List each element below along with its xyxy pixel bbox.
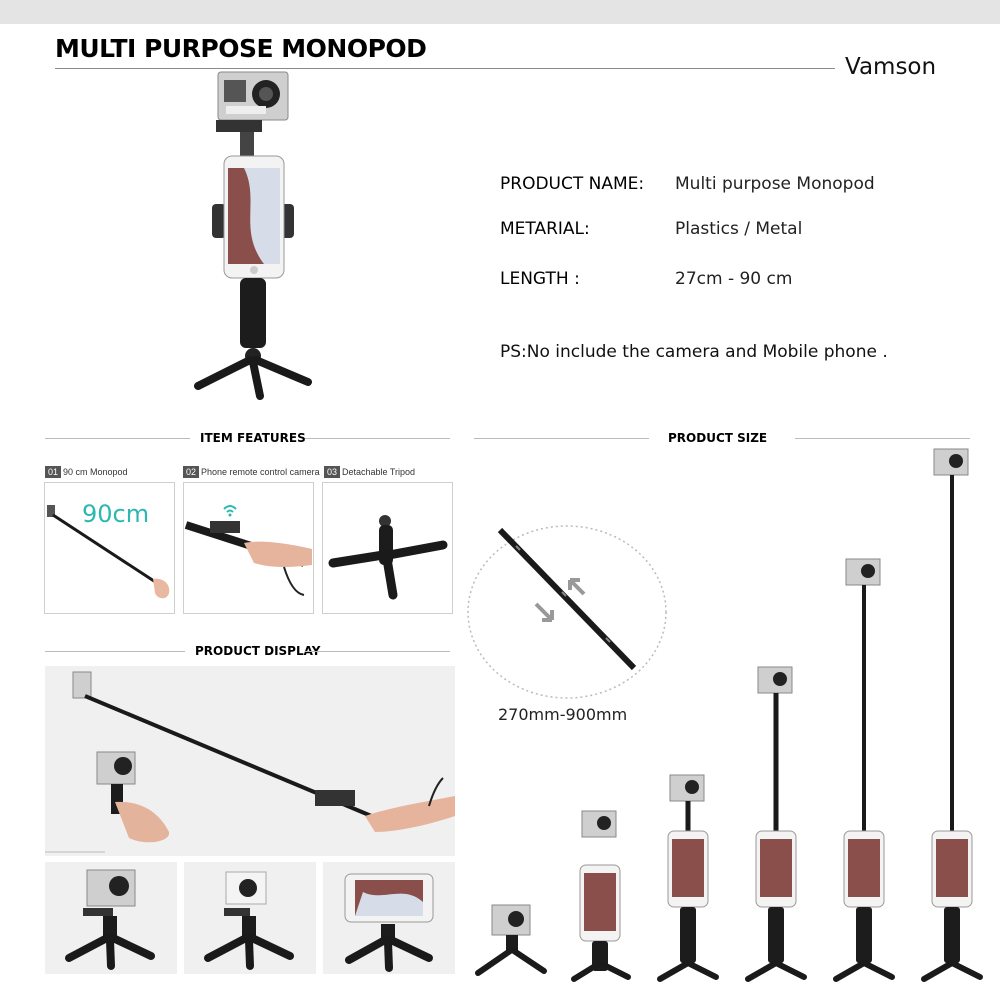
remote-control-image: [184, 505, 312, 596]
spec-label-material: METARIAL:: [500, 219, 590, 239]
monopod-extended-image: [47, 505, 170, 599]
spec-value-product-name: Multi purpose Monopod: [675, 174, 875, 194]
display-monopod-use-image: [45, 671, 455, 853]
feature-number: 03: [324, 466, 341, 478]
section-title-item-features: ITEM FEATURES: [200, 431, 306, 445]
feature-image-monopod: [44, 482, 175, 614]
hero-product-image: [194, 71, 312, 400]
feature-label: Phone remote control camera: [201, 467, 320, 477]
section-divider: [305, 438, 450, 439]
white-camera-tripod-image: [204, 871, 294, 970]
spec-value-length: 27cm - 90 cm: [675, 269, 793, 289]
section-divider: [305, 651, 450, 652]
size-stage-2: [571, 810, 631, 982]
spec-label-length: LENGTH :: [500, 269, 580, 289]
spec-value-material: Plastics / Metal: [675, 219, 803, 239]
display-thumb-camera-tripod: [45, 862, 177, 974]
product-display-main-image: [45, 666, 455, 856]
feature-callout-90cm: 90cm: [82, 500, 150, 528]
display-thumb-action-camera: [184, 862, 316, 974]
section-divider: [795, 438, 970, 439]
section-divider: [45, 438, 190, 439]
section-title-product-display: PRODUCT DISPLAY: [195, 644, 321, 658]
feature-number: 01: [45, 466, 62, 478]
display-thumb-phone-tripod: [323, 862, 455, 974]
spec-label-product-name: PRODUCT NAME:: [500, 174, 645, 194]
top-bar: [0, 0, 1000, 24]
camera-on-tripod-image: [65, 869, 155, 970]
size-stage-5: [833, 558, 895, 982]
section-divider: [474, 438, 649, 439]
feature-label: Detachable Tripod: [342, 467, 416, 477]
size-progression-image: [475, 448, 983, 982]
section-title-product-size: PRODUCT SIZE: [668, 431, 768, 445]
page-title: MULTI PURPOSE MONOPOD: [55, 34, 427, 63]
size-range-label: 270mm-900mm: [498, 705, 628, 724]
size-stage-3: [657, 774, 719, 982]
feature-number: 02: [183, 466, 200, 478]
size-stage-6: [921, 448, 983, 982]
feature-image-tripod: [322, 482, 453, 614]
section-divider: [45, 651, 185, 652]
detachable-tripod-image: [328, 515, 448, 600]
size-stage-4: [745, 666, 807, 982]
feature-label: 90 cm Monopod: [63, 467, 128, 477]
telescopic-detail-image: [467, 525, 667, 699]
note-text: PS:No include the camera and Mobile phon…: [500, 342, 888, 362]
feature-image-remote: [183, 482, 314, 614]
size-stage-1: [475, 904, 547, 976]
phone-on-tripod-image: [344, 873, 434, 972]
title-divider: [55, 68, 835, 69]
brand-name: Vamson: [845, 54, 937, 80]
